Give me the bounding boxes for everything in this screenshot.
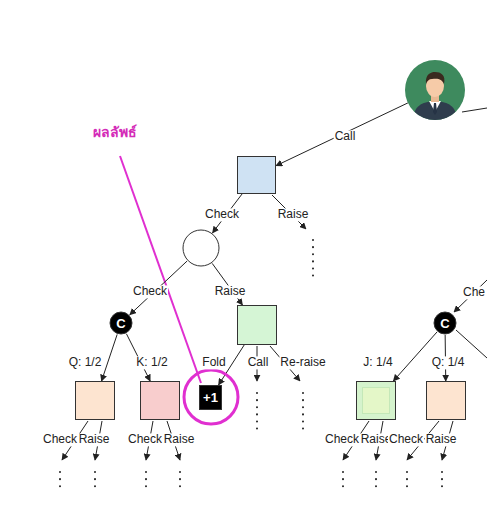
edge-label: Call [334,130,357,143]
decision-box [237,156,276,194]
continuation-dots [179,472,181,492]
edge-label: Raise [214,285,247,298]
inner-panel [362,387,390,414]
action-label: Re-raise [279,356,326,369]
payoff-box: +1 [199,385,222,410]
avatar-hair [426,72,445,84]
edge-label: K: 1/2 [135,356,168,369]
tree-edge [130,261,187,315]
callout-ring [184,370,238,424]
continuation-dots [375,472,377,492]
circle-shape [183,230,219,266]
off-page-branch [456,330,487,358]
action-label: Raise [425,433,458,446]
circle-shape [434,312,456,334]
edge-label: Q: 1/2 [68,356,103,369]
decision-box [75,381,115,420]
action-label: Raise [277,208,310,221]
node-text: C [440,317,449,330]
decision-box [356,381,396,420]
action-label: Check [42,433,78,446]
edge-label: Check [132,285,168,298]
avatar-figure [413,72,457,120]
chance-node: C [433,311,457,335]
action-label: Raise [163,433,196,446]
continuation-dots [145,472,147,492]
tree-edge [102,334,118,381]
action-label: Check [127,433,163,446]
opponent-node [182,229,220,267]
avatar-background [405,60,465,120]
node-text: +1 [203,391,218,404]
player-avatar [405,60,465,120]
continuation-dots [441,472,443,492]
edge-label: Q: 1/4 [431,356,466,369]
action-label: Check [324,433,360,446]
branch-line [454,280,487,312]
action-label: Raise [78,433,111,446]
edge-label: Fold [201,356,226,369]
leaf-branches [60,421,453,492]
avatar-suit [413,101,457,120]
action-label: Che [462,286,486,299]
continuation-dots [312,240,314,278]
edge-label: Check [204,208,240,221]
continuation-dots [342,472,344,492]
continuation-dots [94,472,96,492]
callout-leader [120,156,201,383]
action-label: Check [388,433,424,446]
circle-outline [182,229,220,267]
continuation-dots [406,472,408,492]
continuation-dots [59,472,61,492]
chance-node: C [109,311,133,335]
off-page-branch [462,108,487,112]
node-text: C [116,317,125,330]
tree-edge [212,263,242,305]
avatar-tie [433,103,437,115]
continuation-dots [302,393,304,430]
callout-title: ผลลัพธ์ [92,125,138,140]
decision-box [426,381,466,420]
avatar-illustration [405,60,465,120]
action-label: Call [247,356,270,369]
edge-label: J: 1/4 [362,356,393,369]
continuation-dots [256,393,258,430]
decision-box [237,305,277,345]
tree-edge [276,103,408,166]
circle-shape [110,312,132,334]
decision-box [140,381,180,420]
